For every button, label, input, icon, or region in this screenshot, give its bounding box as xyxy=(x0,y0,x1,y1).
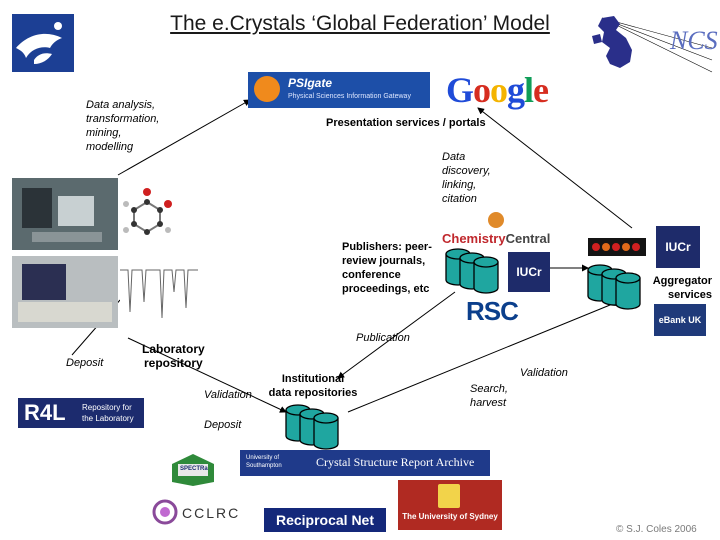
google-letter: o xyxy=(490,70,508,110)
csr-banner-logo[interactable]: University of Southampton Crystal Struct… xyxy=(240,450,490,476)
rsc-logo[interactable]: RSC xyxy=(466,296,519,326)
lab-repo-label: Laboratory repository xyxy=(142,342,205,370)
institutional-databases xyxy=(284,402,346,452)
publisher-databases xyxy=(444,246,506,296)
uk-map-icon xyxy=(592,16,632,68)
google-logo[interactable]: Google xyxy=(446,70,574,110)
iucr-logo-aggregator[interactable]: IUCr xyxy=(656,226,700,268)
search-harvest-label: Search, harvest xyxy=(470,383,508,409)
r4l-text: R4L xyxy=(24,400,66,425)
molecule-image xyxy=(122,188,172,242)
reciprocal-net-logo[interactable]: Reciprocal Net xyxy=(264,508,386,532)
chemistry-central-icon xyxy=(488,212,504,228)
cclrc-logo[interactable]: CCLRC xyxy=(152,498,248,528)
cclrc-text: CCLRC xyxy=(182,505,241,521)
database-icon xyxy=(285,404,339,450)
ebank-logo[interactable]: eBank UK xyxy=(654,304,706,336)
psigate-text: PSIgate xyxy=(288,76,333,90)
institutional-label: Institutional data repositories xyxy=(268,373,358,399)
google-letter: e xyxy=(533,70,549,110)
deposit-left-label: Deposit xyxy=(66,357,104,369)
line-deposit-institutional xyxy=(127,337,287,413)
dolphin-icon xyxy=(16,22,62,64)
central-text: Central xyxy=(505,231,551,246)
ncs-logo-text: NCS xyxy=(670,26,718,55)
google-letter: l xyxy=(524,70,534,110)
cclrc-icon xyxy=(152,499,178,525)
chemistry-central-logo[interactable]: ChemistryCentral xyxy=(442,228,551,250)
deposit-bottom-label: Deposit xyxy=(204,419,242,431)
validation-right-label: Validation xyxy=(520,367,568,379)
uk-map-logo: NCS xyxy=(586,12,718,74)
line-search-harvest xyxy=(347,299,617,413)
psigate-icon xyxy=(254,76,280,102)
data-discovery-label: Data discovery, linking, citation xyxy=(442,151,491,205)
dolphin-logo xyxy=(12,14,74,72)
copyright-text: © S.J. Coles 2006 xyxy=(616,524,697,535)
publishers-label: Publishers: peer- review journals, confe… xyxy=(342,241,432,295)
iucr-logo-publisher[interactable]: IUCr xyxy=(508,252,550,292)
spectra-logo[interactable]: SPECTRa xyxy=(168,452,218,488)
line-analysis-portal xyxy=(117,99,251,176)
chemistry-text: Chemistry xyxy=(442,231,506,246)
google-letter: g xyxy=(507,70,525,110)
database-icon xyxy=(587,264,641,310)
page-title: The e.Crystals ‘Global Federation’ Model xyxy=(170,12,550,35)
sydney-logo[interactable]: The University of Sydney xyxy=(398,480,502,530)
publication-label: Publication xyxy=(356,332,410,344)
dots-icon xyxy=(592,243,640,251)
presentation-label: Presentation services / portals xyxy=(326,117,486,129)
google-letter: G xyxy=(446,70,474,110)
data-analysis-label: Data analysis, transformation, mining, m… xyxy=(86,99,160,153)
validation-left-label: Validation xyxy=(204,389,252,401)
psigate-subtext: Physical Sciences Information Gateway xyxy=(288,93,411,100)
lab-photo-diffractometer xyxy=(12,178,118,250)
line-publication xyxy=(337,291,456,379)
csr-text: Crystal Structure Report Archive xyxy=(316,455,475,469)
aggregator-databases xyxy=(586,262,648,312)
r4l-subtext: Repository for the Laboratory xyxy=(82,403,134,423)
aggregator-label: Aggregator services xyxy=(652,275,712,301)
line-aggregator-portal xyxy=(477,107,633,229)
psigate-logo[interactable]: PSIgate Physical Sciences Information Ga… xyxy=(248,72,430,108)
sydney-text: The University of Sydney xyxy=(402,512,498,521)
spectrum-icon xyxy=(120,269,198,319)
lab-photo-instrument xyxy=(12,256,118,328)
aggregator-dots-logo[interactable] xyxy=(588,238,646,256)
database-icon xyxy=(445,248,499,294)
southampton-text: University of Southampton xyxy=(246,455,282,469)
sydney-crest-icon xyxy=(438,484,460,508)
r4l-logo[interactable]: R4L Repository for the Laboratory xyxy=(18,398,144,428)
google-letter: o xyxy=(473,70,491,110)
spectra-icon xyxy=(172,454,214,486)
spectrum-image xyxy=(120,262,198,324)
molecule-icon xyxy=(123,188,172,235)
